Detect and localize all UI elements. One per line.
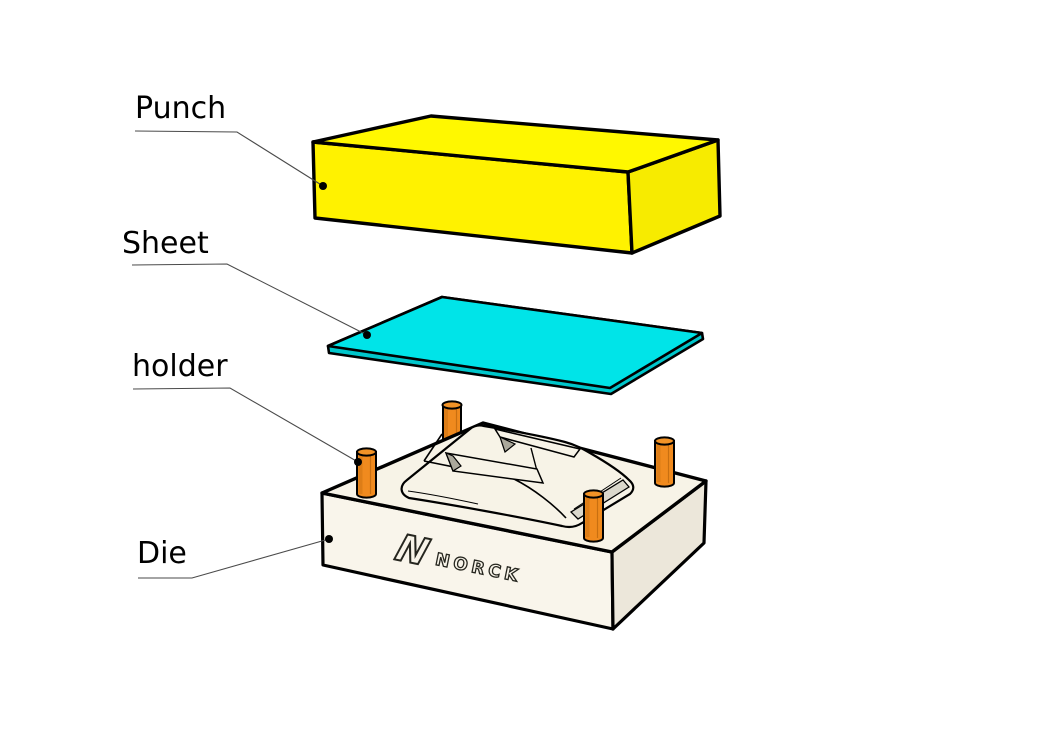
sheet-top-face — [326, 295, 704, 390]
die-label: Die — [137, 536, 187, 571]
leader-dots — [319, 182, 371, 543]
pin-shade — [444, 405, 448, 443]
leader-line-punch — [134, 130, 324, 187]
holder-label: holder — [132, 349, 228, 384]
pin-top-face — [441, 400, 463, 410]
leader-line-holder — [132, 387, 359, 463]
pin-shade — [358, 453, 363, 494]
pin-shade — [585, 495, 590, 537]
sheet-label: Sheet — [122, 226, 209, 261]
guide-pin-back-right — [654, 436, 675, 488]
leader-line-die — [138, 538, 330, 579]
punch-top-face — [311, 114, 720, 174]
bump-divider-line — [530, 447, 538, 472]
norck-logo-wordmark: NORCK — [433, 549, 524, 587]
punch-block — [311, 114, 722, 255]
leader-dot-punch — [319, 182, 327, 190]
bump-slot-back — [493, 427, 582, 458]
guide-pin-front-left — [356, 447, 377, 499]
guide-pin-front-middle — [583, 489, 604, 543]
pin-shade — [656, 442, 661, 482]
leader-line-sheet — [131, 263, 368, 336]
pin-top-face — [356, 447, 377, 457]
bump-slot-back-wall — [498, 435, 517, 454]
leader-lines — [131, 130, 368, 579]
pin-top-face — [654, 436, 675, 446]
pin-top-face — [583, 489, 604, 499]
punch-label: Punch — [135, 91, 227, 126]
bump-slot-left-wall — [444, 451, 462, 472]
bump-plateau-left-edge — [423, 433, 443, 462]
leader-dot-sheet — [363, 331, 371, 339]
bump-slope-edge — [513, 478, 567, 519]
sheet-blank — [326, 295, 705, 396]
bump-base-fillet — [407, 490, 479, 505]
leader-dot-holder — [354, 458, 362, 466]
leader-dot-die — [325, 535, 333, 543]
